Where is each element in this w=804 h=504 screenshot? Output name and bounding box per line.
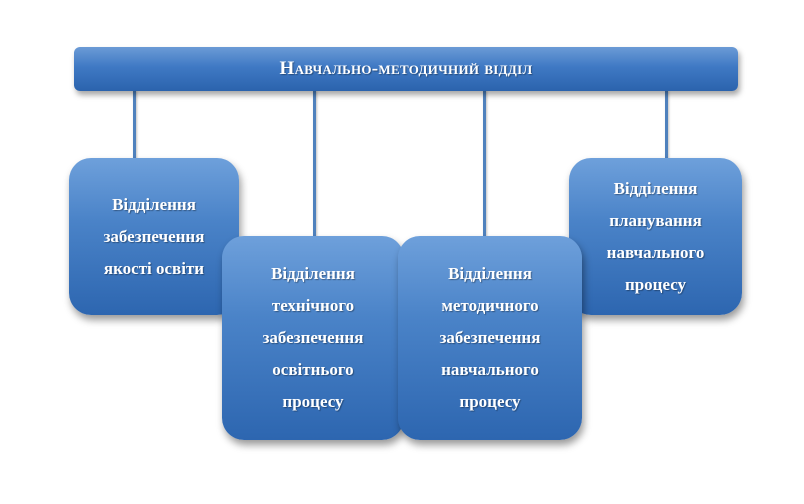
connector-line [665, 90, 668, 160]
connector-line [133, 90, 136, 160]
connector-line [483, 90, 486, 238]
dept-box-quality-assurance: Відділення забезпечення якості освіти [69, 158, 239, 315]
dept-box-label: Відділення технічного забезпечення освіт… [262, 264, 364, 411]
department-header: Навчально-методичний відділ [74, 47, 738, 91]
dept-box-planning: Відділення планування навчального процес… [569, 158, 742, 315]
connector-line [313, 90, 316, 238]
dept-box-methodical-support: Відділення методичного забезпечення навч… [398, 236, 582, 440]
dept-box-label: Відділення забезпечення якості освіти [103, 194, 205, 278]
department-header-title: Навчально-методичний відділ [279, 58, 533, 79]
dept-box-technical-support: Відділення технічного забезпечення освіт… [222, 236, 404, 440]
dept-box-label: Відділення планування навчального процес… [606, 178, 705, 294]
dept-box-label: Відділення методичного забезпечення навч… [439, 264, 541, 411]
